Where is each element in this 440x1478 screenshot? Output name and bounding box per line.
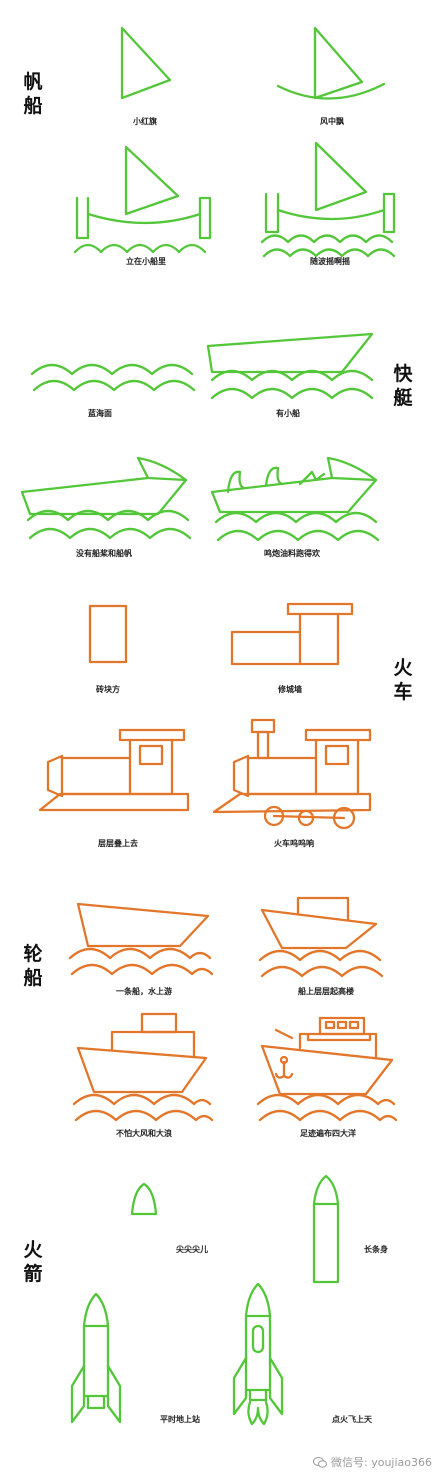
section-title-steamship: 轮船 xyxy=(23,943,43,989)
caption-speedboat-1: 蓝海面 xyxy=(88,408,112,418)
rocket-step4 xyxy=(232,1282,284,1426)
speedboat-step4 xyxy=(210,456,380,542)
steamship-step3 xyxy=(72,1012,214,1122)
rocket-step1 xyxy=(130,1182,158,1216)
caption-sailboat-4: 随波摇啊摇 xyxy=(310,256,350,266)
caption-train-1: 砖块方 xyxy=(96,684,120,694)
steamship-step4 xyxy=(256,1016,398,1122)
caption-steamship-2: 船上层层起高楼 xyxy=(298,986,354,996)
caption-sailboat-1: 小红旗 xyxy=(133,116,157,126)
caption-sailboat-2: 风中飘 xyxy=(320,116,344,126)
caption-steamship-4: 足迹遍布四大洋 xyxy=(300,1128,356,1138)
sailboat-step3 xyxy=(73,145,212,254)
train-step1 xyxy=(88,604,128,664)
speedboat-step3 xyxy=(20,456,192,540)
caption-speedboat-2: 有小船 xyxy=(276,408,300,418)
section-title-rocket: 火箭 xyxy=(23,1239,43,1285)
steamship-step1 xyxy=(68,902,214,976)
caption-rocket-4: 点火飞上天 xyxy=(332,1414,372,1424)
section-title-sailboat: 帆船 xyxy=(23,71,43,117)
caption-rocket-1: 尖尖尖儿 xyxy=(176,1244,208,1254)
watermark-text: 微信号: youjiao366 xyxy=(331,1456,432,1469)
train-step3 xyxy=(38,728,190,812)
rocket-step2 xyxy=(312,1174,340,1284)
caption-steamship-1: 一条船，水上游 xyxy=(116,986,172,996)
sailboat-step2 xyxy=(276,26,386,100)
steamship-step2 xyxy=(258,896,384,978)
caption-steamship-3: 不怕大风和大浪 xyxy=(116,1128,172,1138)
train-step4 xyxy=(212,718,372,830)
caption-rocket-2: 长条身 xyxy=(364,1244,388,1254)
rocket-step3 xyxy=(70,1292,122,1424)
speedboat-step2 xyxy=(206,332,374,400)
caption-speedboat-4: 鸣炮油料跑得欢 xyxy=(264,548,320,558)
caption-speedboat-3: 没有船桨和船帆 xyxy=(76,548,132,558)
sailboat-step1 xyxy=(120,26,172,100)
sailboat-step4 xyxy=(260,141,396,258)
watermark: 微信号: youjiao366 xyxy=(313,1454,432,1470)
caption-rocket-3: 平时地上站 xyxy=(160,1414,200,1424)
caption-train-2: 修城墙 xyxy=(278,684,302,694)
caption-train-4: 火车呜呜响 xyxy=(274,838,314,848)
speedboat-step1 xyxy=(30,363,196,392)
section-title-train: 火车 xyxy=(393,657,413,703)
wechat-icon xyxy=(313,1456,327,1468)
section-title-speedboat: 快艇 xyxy=(393,363,413,409)
caption-sailboat-3: 立在小船里 xyxy=(126,256,166,266)
train-step2 xyxy=(230,602,354,666)
caption-train-3: 层层叠上去 xyxy=(98,838,138,848)
